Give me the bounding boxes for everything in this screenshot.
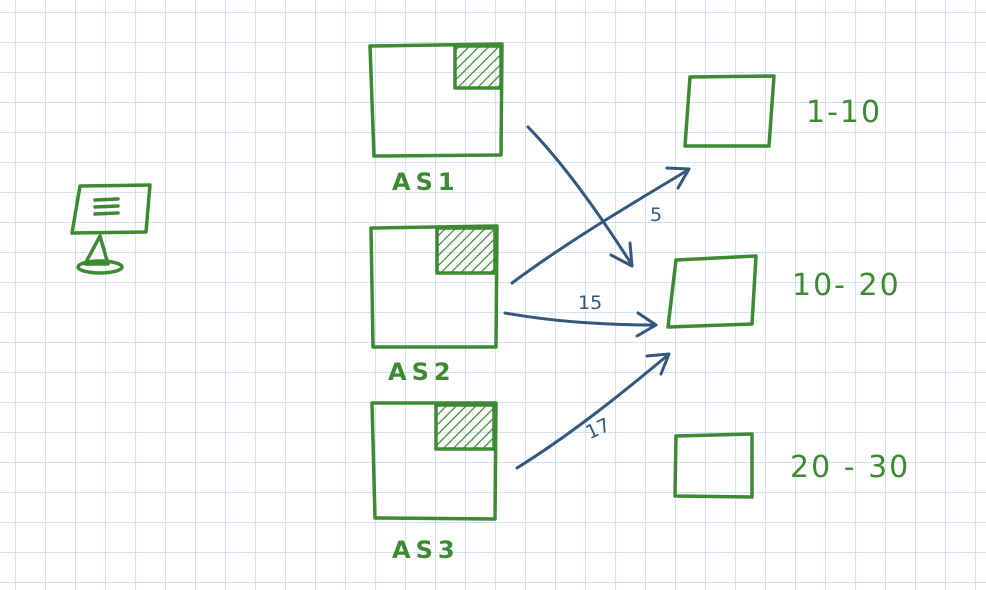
arrow-as2-to-shard2	[503, 311, 658, 338]
arrow-as1-to-shard2	[526, 125, 634, 268]
shard-range-label-1: 1-10	[806, 95, 883, 130]
connection-weight-label: 5	[650, 204, 663, 226]
server-box-as3	[370, 401, 498, 521]
server-label-as3: AS3	[392, 536, 460, 564]
shard-box-1	[683, 74, 776, 148]
arrow-as3-to-shard2	[515, 352, 671, 470]
server-box-as2	[369, 224, 499, 349]
server-label-as1: AS1	[392, 168, 460, 196]
shard-box-3	[673, 432, 754, 499]
server-box-as1	[368, 42, 504, 158]
shard-range-label-2: 10- 20	[792, 268, 901, 303]
connection-weight-label: 15	[578, 292, 603, 314]
server-label-as2: AS2	[388, 358, 456, 386]
shard-box-2	[666, 254, 758, 329]
shard-range-label-3: 20 - 30	[790, 450, 911, 485]
arrow-as2-to-shard1	[510, 166, 691, 285]
client-computer-icon	[70, 183, 152, 275]
